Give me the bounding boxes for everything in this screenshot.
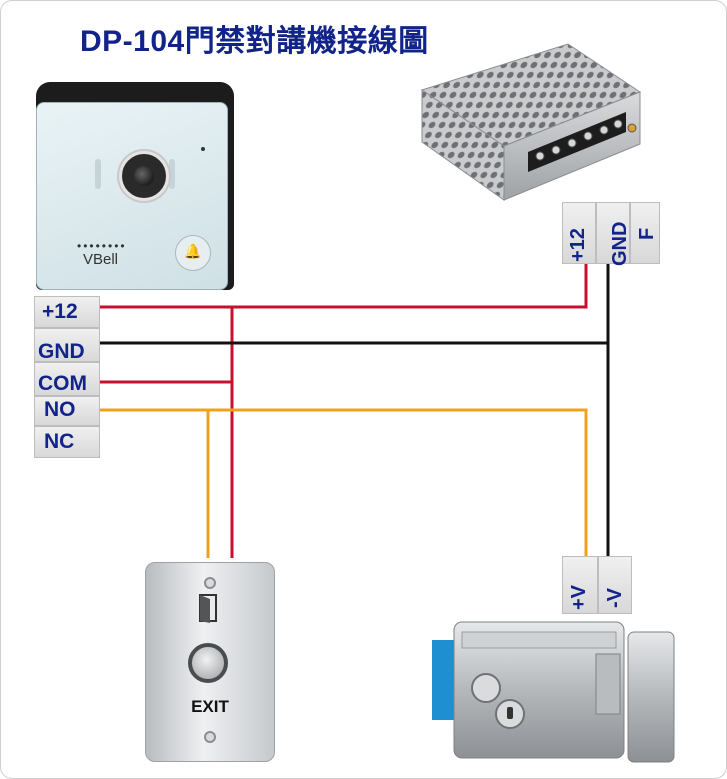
wire-no (100, 408, 588, 556)
door-phone-brand: VBell (83, 251, 119, 268)
label-dp-gnd: GND (38, 340, 85, 363)
exit-label: EXIT (191, 697, 229, 716)
label-psu-f: F (636, 227, 658, 240)
lock-latch (595, 653, 621, 715)
ir-led-left (95, 159, 101, 189)
terminal-dp-gnd (34, 328, 100, 362)
label-dp-no: NO (44, 398, 76, 421)
label-lock-minus-v: -V (604, 588, 626, 608)
terminal-psu-gnd (596, 202, 630, 264)
exit-button: EXIT (145, 562, 275, 762)
call-bell-icon: 🔔 (175, 235, 211, 271)
terminal-psu-f (630, 202, 660, 264)
psu-screws (535, 119, 623, 161)
label-psu-gnd: GND (609, 221, 631, 266)
lock-release-knob (471, 673, 501, 703)
ir-led-right (169, 159, 175, 189)
lock-strike-plate (627, 631, 675, 763)
label-lock-plus-v: +V (568, 584, 590, 610)
terminal-lock-plus-v (562, 556, 598, 614)
terminal-dp-com (34, 362, 100, 396)
lock-top-rail (461, 631, 617, 649)
terminal-dp-nc (34, 426, 100, 458)
mic-hole (201, 147, 205, 151)
terminal-dp-plus12 (34, 296, 100, 328)
exit-push-button (188, 643, 228, 683)
speaker-grille: •••••••• (77, 239, 127, 253)
label-psu-plus12: +12 (567, 228, 589, 262)
psu-adjust-knob (627, 123, 637, 133)
lock-body (453, 621, 625, 759)
screw-bottom (204, 731, 216, 743)
label-dp-com: COM (38, 372, 87, 395)
lock-keyhole-slot (507, 707, 513, 719)
camera-icon (119, 151, 169, 201)
power-supply (420, 43, 642, 201)
label-dp-nc: NC (44, 430, 75, 453)
terminal-lock-minus-v (598, 556, 632, 614)
label-dp-plus12: +12 (42, 300, 78, 323)
wire-plus12 (100, 264, 588, 309)
electric-lock (432, 621, 675, 763)
screw-top (204, 577, 216, 589)
terminal-psu-plus12 (562, 202, 596, 264)
door-phone: •••••••• VBell 🔔 (34, 82, 234, 290)
diagram-title: DP-104門禁對講機接線圖 (80, 25, 429, 58)
wire-gnd (100, 341, 610, 556)
door-phone-faceplate: •••••••• VBell 🔔 (36, 102, 228, 290)
camera-lens (134, 166, 154, 186)
door-exit-icon (199, 594, 217, 623)
terminal-dp-no (34, 396, 100, 426)
